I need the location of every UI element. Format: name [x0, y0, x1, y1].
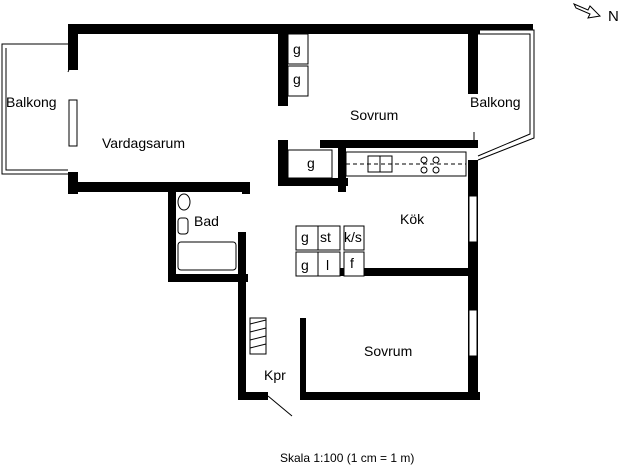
- room-label-sovrum-bottom: Sovrum: [364, 343, 413, 359]
- fixture-label-st: st: [320, 229, 331, 245]
- room-label-balkong-left: Balkong: [6, 94, 57, 110]
- north-label: N: [608, 8, 619, 25]
- room-label-bad: Bad: [194, 213, 219, 229]
- fixture-label-g5: g: [301, 257, 309, 273]
- bathroom-fixtures: [177, 193, 237, 271]
- room-label-sovrum-top: Sovrum: [350, 107, 399, 123]
- fixture-label-f: f: [350, 255, 354, 271]
- room-label-vardagsarum: Vardagsarum: [102, 135, 186, 151]
- room-label-kpr: Kpr: [264, 367, 286, 383]
- fixture-label-g1: g: [293, 41, 301, 57]
- wardrobes: [287, 33, 365, 277]
- fixture-label-ks: k/s: [344, 229, 362, 245]
- fixture-label-l: l: [326, 257, 330, 273]
- fixture-label-g3: g: [307, 155, 315, 171]
- fixture-label-g4: g: [301, 229, 309, 245]
- scale-label: Skala 1:100 (1 cm = 1 m): [280, 451, 415, 465]
- room-label-kok: Kök: [400, 211, 425, 227]
- kitchen-counter: [345, 151, 467, 177]
- fixture-label-g2: g: [293, 71, 301, 87]
- north-arrow-icon: [572, 3, 602, 19]
- balconies: [1, 29, 535, 175]
- coat-rack: [249, 317, 267, 355]
- doors: [67, 61, 475, 417]
- windows: [68, 99, 478, 357]
- walls: [68, 24, 533, 400]
- room-label-balkong-right: Balkong: [470, 94, 521, 110]
